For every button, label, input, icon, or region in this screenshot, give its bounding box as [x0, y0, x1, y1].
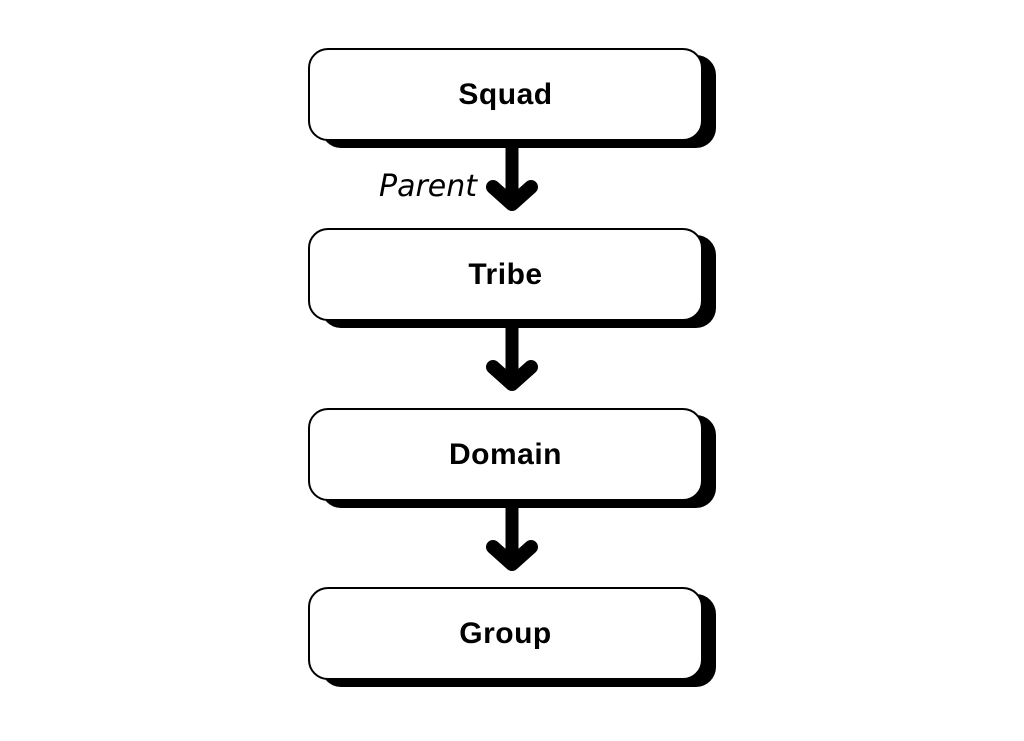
- node-squad: Squad: [308, 48, 703, 141]
- edge-label-parent: Parent: [379, 169, 478, 204]
- arrow-down-icon: [486, 141, 538, 211]
- node-domain: Domain: [308, 408, 703, 501]
- node-squad-label: Squad: [458, 77, 553, 111]
- node-group: Group: [308, 587, 703, 680]
- node-domain-label: Domain: [448, 437, 562, 471]
- node-group-label: Group: [459, 616, 552, 650]
- node-tribe: Tribe: [308, 228, 703, 321]
- arrow-down-icon: [486, 321, 538, 391]
- arrow-down-icon: [486, 501, 538, 571]
- node-tribe-label: Tribe: [468, 257, 543, 291]
